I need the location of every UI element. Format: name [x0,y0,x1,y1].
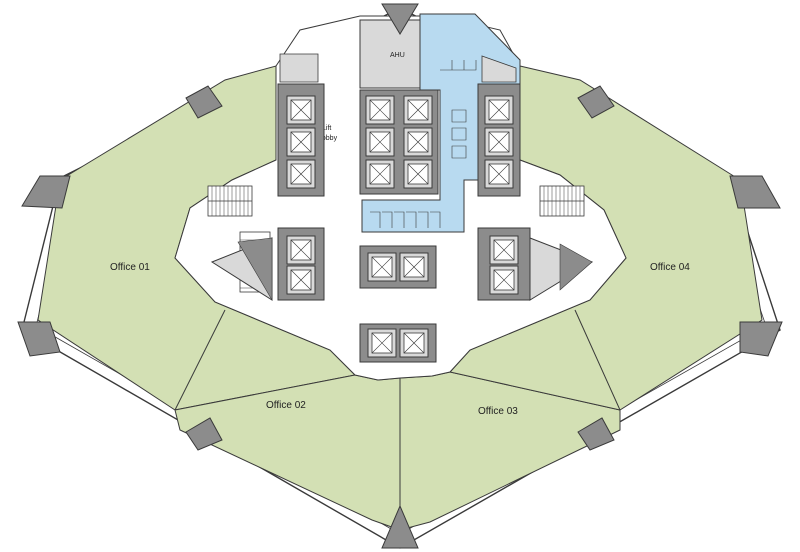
lift-car [484,95,514,125]
lift-car [365,95,395,125]
lift-car [286,159,316,189]
ahu-label: AHU [390,52,405,59]
lift-lobby-label-line1: Lift [322,125,331,132]
lift-car [286,95,316,125]
wall-office-01-02 [174,309,226,411]
lift-car [484,127,514,157]
lift-car [365,127,395,157]
column-left-lower [17,321,61,357]
toilet-area [361,13,521,233]
lift-lobby-label-line2: Lobby [318,135,338,142]
lift-car [367,328,397,358]
lift-car [489,235,519,265]
column-se [577,417,615,451]
lift-car [399,252,429,282]
column-nw [185,85,223,119]
lift-car [399,328,429,358]
lift-car [403,95,433,125]
column-right-lower [739,321,783,357]
stair-left [207,185,253,217]
lift-car [286,235,316,265]
lift-car [365,159,395,189]
facade-columns [17,3,783,549]
shaft-right-dark [559,243,593,291]
lift-car [484,159,514,189]
lift-car [286,265,316,295]
wall-office-03-04 [574,309,621,411]
office-01-label: Office 01 [110,262,150,273]
office-03-label: Office 03 [478,406,518,417]
column-ne [577,85,615,119]
column-top [381,3,419,35]
office-02-label: Office 02 [266,400,306,411]
lift-car [403,159,433,189]
shaft-top-right [481,55,517,83]
lift-car [286,127,316,157]
office-04-label: Office 04 [650,262,690,273]
stair-right [539,185,585,217]
shaft-left-dark [237,237,273,302]
lift-car [489,265,519,295]
lift-car [403,127,433,157]
column-bottom [381,504,419,549]
lift-car [367,252,397,282]
column-right-upper [729,175,781,209]
toilet-cubicles [370,60,477,228]
shaft-top-left [279,53,319,83]
column-sw [185,417,223,451]
column-left-upper [21,175,71,209]
